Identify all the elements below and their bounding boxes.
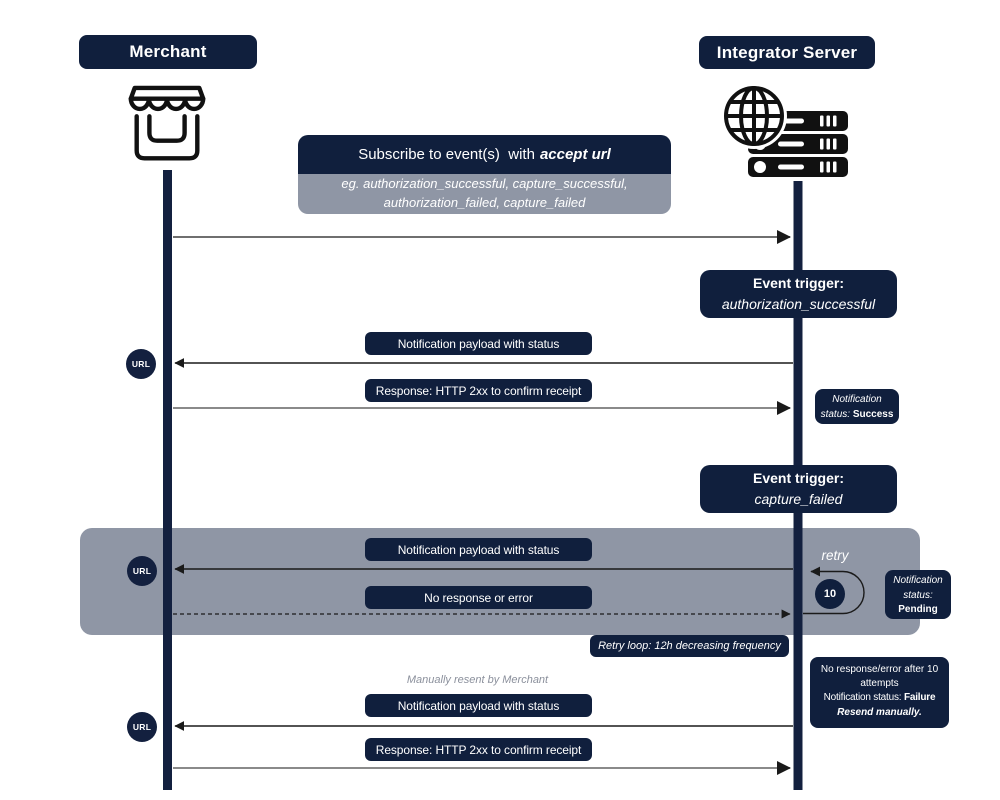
merchant-lifeline [163,170,172,790]
status-word: Notification [893,575,943,586]
no-response-pill: No response or error [365,586,592,609]
merchant-header: Merchant [79,35,257,69]
globe-icon [721,83,787,149]
event-trigger-label: Event trigger: [752,470,844,486]
resend-manually-note: Resend manually. [837,706,922,718]
subscribe-examples: eg. authorization_successful, capture_su… [298,174,671,214]
notification-payload-pill: Notification payload with status [365,538,592,561]
subscribe-box: Subscribe to event(s) with accept url eg… [298,135,671,214]
retry-label: retry [821,548,849,563]
retry-loop-arrow [803,566,865,615]
notification-payload-pill: Notification payload with status [365,332,592,355]
url-badge: URL [126,349,156,379]
event-trigger-label: Event trigger: [752,275,844,291]
failure-status-value: Failure [903,692,936,704]
status-word: Notification [832,394,882,405]
url-badge: URL [127,556,157,586]
retry-loop-note: Retry loop: 12h decreasing frequency [590,635,789,657]
event-trigger-capture-failed: Event trigger: capture_failed [700,465,897,513]
event-name: capture_failed [754,491,843,507]
event-name: authorization_successful [721,296,876,312]
storefront-icon [128,85,206,161]
server-globe-icon [721,83,848,177]
retry-count-badge: 10 [815,579,845,609]
http-response-pill: Response: HTTP 2xx to confirm receipt [365,738,592,761]
event-trigger-authorization-successful: Event trigger: authorization_successful [700,270,897,318]
status-pending-note: Notification status: Pending [885,570,951,619]
accept-url-emphasis: accept url [539,146,611,163]
subscribe-title-text: Subscribe to event(s) with [358,146,535,163]
integrator-label: Integrator Server [716,42,858,62]
failure-line-1: No response/error after 10 attempts [820,664,939,690]
integrator-server-header: Integrator Server [699,36,875,69]
status-value: Success [852,408,894,420]
manual-resend-note: Manually resent by Merchant [406,674,549,686]
failure-note: No response/error after 10 attempts Noti… [810,657,949,728]
status-prefix: status: [903,589,933,601]
url-badge: URL [127,712,157,742]
example-line-1: eg. authorization_successful, capture_su… [341,176,628,192]
notification-payload-pill: Notification payload with status [365,694,592,717]
status-success-note: Notification status: Success [815,389,899,424]
http-response-pill: Response: HTTP 2xx to confirm receipt [365,379,592,402]
subscribe-title: Subscribe to event(s) with accept url [298,135,671,174]
merchant-label: Merchant [129,42,207,61]
example-line-2: authorization_failed, capture_failed [383,195,586,210]
status-value: Pending [898,604,938,615]
status-prefix: status: [820,408,851,420]
failure-status-prefix: Notification status: [823,692,902,704]
